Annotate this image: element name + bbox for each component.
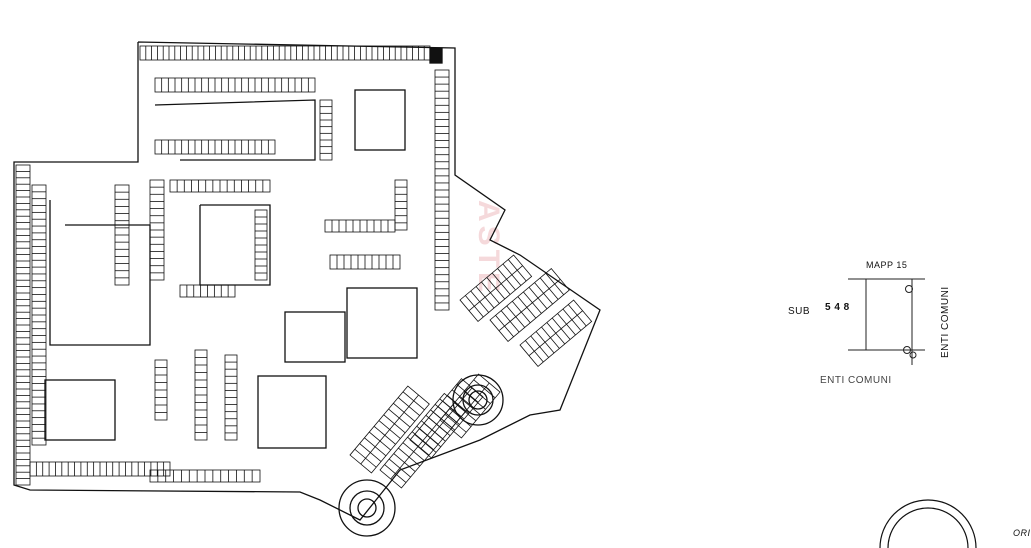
parking-row-center <box>468 265 523 312</box>
parking-row <box>394 179 408 231</box>
mapp-label: MAPP 15 <box>866 260 908 270</box>
parking-row-center <box>450 382 490 430</box>
building-outline <box>13 41 601 537</box>
sub-label: SUB <box>788 306 811 317</box>
corner-text: ORI <box>1013 528 1031 538</box>
parking-block-angled <box>459 254 533 323</box>
parking-row <box>489 268 570 343</box>
parking-row-center <box>420 387 473 450</box>
enti-comuni-bottom: ENTI COMUNI <box>820 375 892 386</box>
parking-row-center <box>528 310 583 357</box>
stamp <box>879 499 977 548</box>
parking-row <box>319 99 333 161</box>
parking-row-center <box>360 394 419 465</box>
sub-number: 5 4 8 <box>825 302 850 313</box>
parking-row-center <box>498 278 561 332</box>
parking-block-angled <box>489 268 570 343</box>
enti-comuni-right: ENTI COMUNI <box>940 286 951 358</box>
parking-block-angled <box>519 299 593 368</box>
parking-block-angled <box>349 385 430 474</box>
parking-block-angled <box>439 373 501 439</box>
